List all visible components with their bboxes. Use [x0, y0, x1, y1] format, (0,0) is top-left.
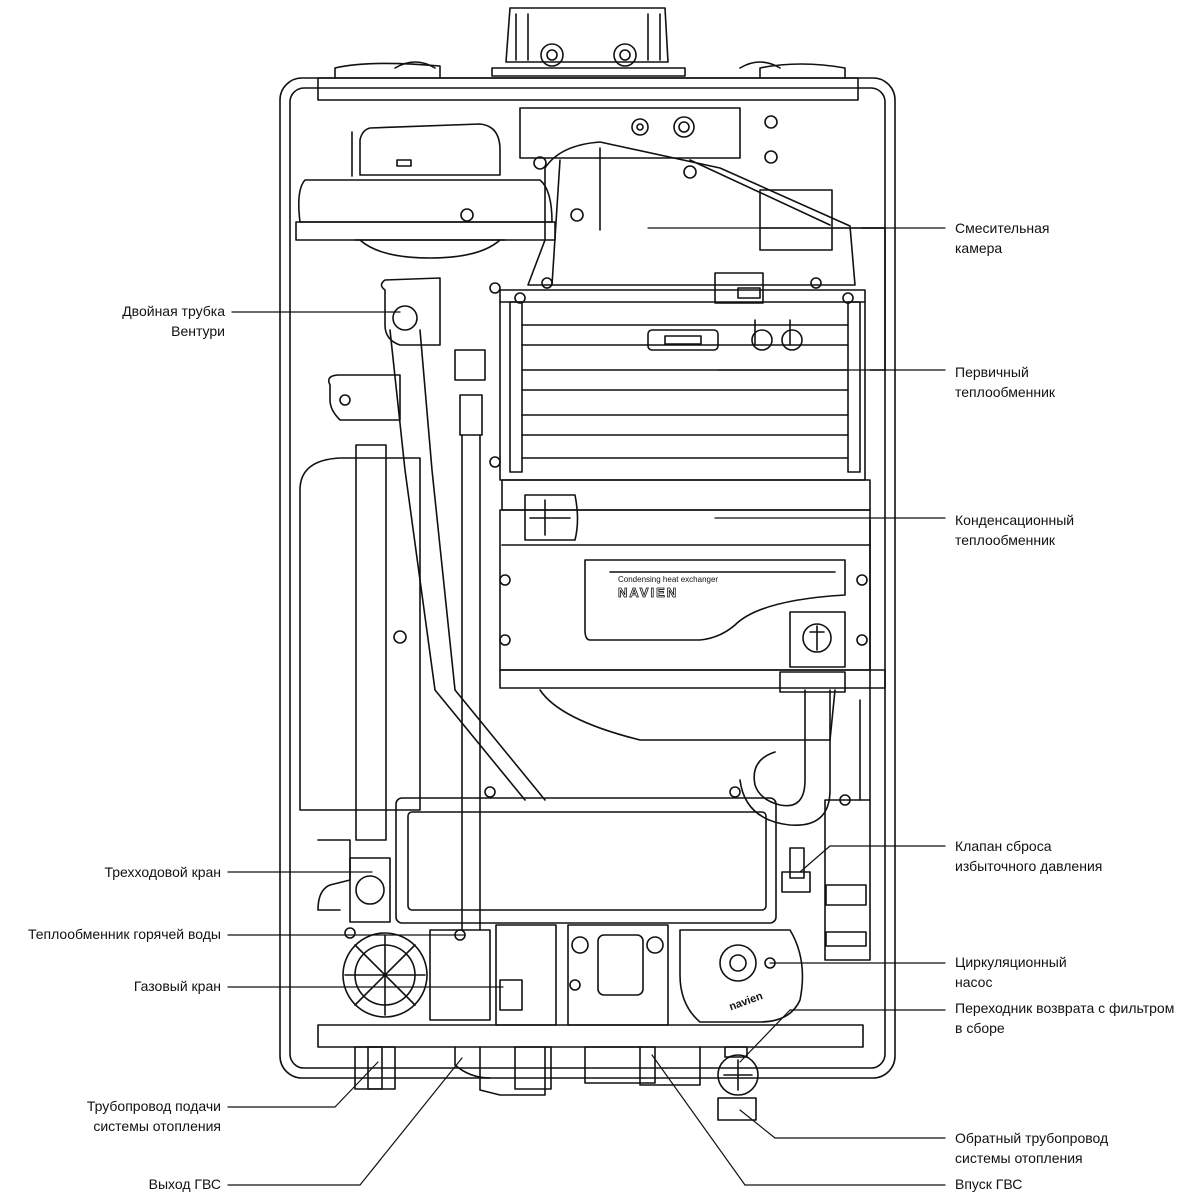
control-box — [395, 786, 851, 924]
three-way-valve-body — [317, 839, 391, 923]
return-pipe-loop — [739, 689, 831, 826]
circulation-pump-body — [679, 929, 804, 1023]
plate-caption: Condensing heat exchanger — [618, 575, 718, 584]
venturi-tube — [327, 277, 546, 801]
condensing-heat-exchanger-body — [499, 479, 886, 741]
leader-return-filter — [739, 1009, 791, 1063]
pressure-relief-valve-body — [781, 799, 871, 961]
label-dhw-inlet: Впуск ГВС — [955, 1176, 1023, 1192]
gas-pipe — [454, 282, 501, 931]
bottom-connections — [354, 1046, 759, 1121]
leader-dhw-inlet — [651, 1054, 746, 1186]
leader-heating-supply-2 — [334, 1061, 379, 1108]
blower-fan — [295, 123, 556, 259]
leader-heating-return — [739, 1109, 776, 1139]
dhw-heat-exchanger-body — [342, 927, 491, 1021]
flue-collar — [491, 7, 686, 77]
label-dhw-outlet: Выход ГВС — [148, 1176, 221, 1192]
primary-heat-exchanger-body — [499, 277, 866, 481]
mixing-chamber-body — [519, 107, 886, 304]
pump-brand: navien — [728, 990, 765, 1013]
plate-brand: NAVIEN — [618, 585, 678, 600]
leader-dhw-outlet-2 — [359, 1057, 463, 1186]
right-side-channel — [859, 227, 886, 801]
leader-relief-valve — [799, 845, 831, 873]
label-three-way-valve: Трехходовой кран — [104, 864, 221, 880]
gas-valve-body — [495, 924, 669, 1026]
expansion-vessel — [299, 444, 421, 841]
label-gas-valve: Газовый кран — [133, 978, 221, 994]
leader-lines — [227, 227, 946, 1186]
label-dhw-heat-exchanger: Теплообменник горячей воды — [27, 926, 221, 942]
